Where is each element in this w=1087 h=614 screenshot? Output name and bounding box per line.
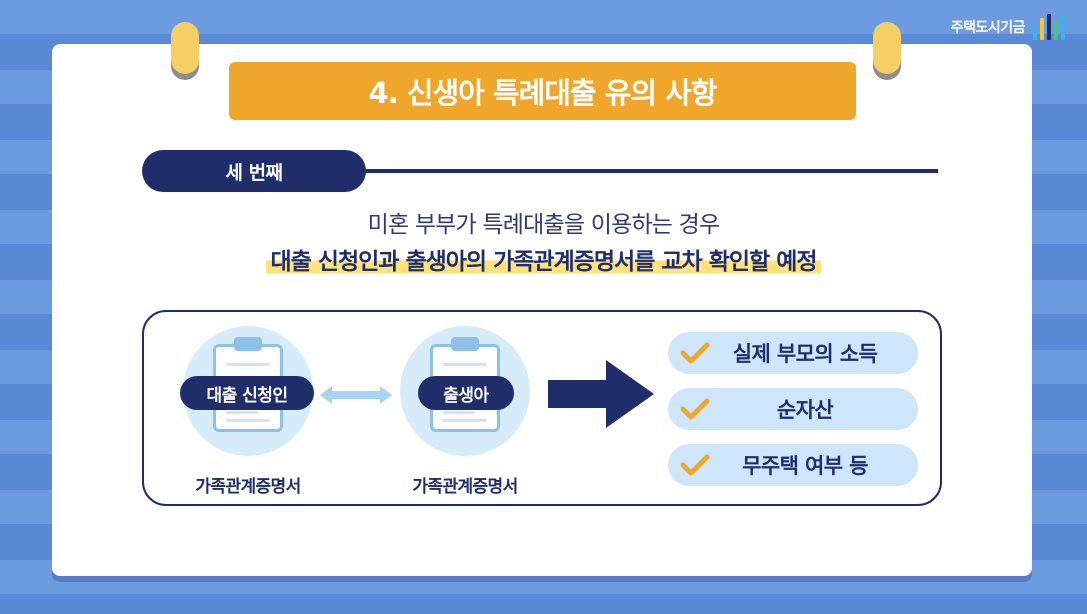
check-item: 순자산 — [668, 388, 918, 430]
brand-logo: 주택도시기금 — [951, 14, 1065, 40]
check-item: 무주택 여부 등 — [668, 444, 918, 486]
check-item-label: 순자산 — [776, 398, 834, 422]
board-peg-right — [873, 22, 901, 74]
section-label: 세 번째 — [142, 150, 366, 192]
newborn-tag: 출생아 — [418, 376, 514, 410]
board-peg-left — [171, 22, 199, 74]
applicant-tag: 대출 신청인 — [180, 376, 314, 410]
lead-text: 미혼 부부가 특례대출을 이용하는 경우 — [367, 212, 721, 238]
highlight-row: 대출 신청인과 출생아의 가족관계증명서를 교차 확인할 예정 — [0, 242, 1087, 276]
newborn-document-caption: 가족관계증명서 — [412, 477, 518, 497]
applicant-document-caption: 가족관계증명서 — [195, 477, 301, 497]
checkmark-icon — [680, 342, 710, 364]
logo-bars-icon — [1033, 14, 1065, 40]
double-arrow-icon — [320, 386, 392, 404]
slide-title: 4. 신생아 특례대출 유의 사항 — [229, 62, 856, 120]
logo-text: 주택도시기금 — [950, 20, 1026, 36]
section-divider — [360, 169, 938, 173]
check-item: 실제 부모의 소득 — [668, 332, 918, 374]
checkmark-icon — [680, 454, 710, 476]
check-item-label: 무주택 여부 등 — [742, 454, 868, 478]
right-arrow-icon — [548, 360, 654, 428]
check-item-label: 실제 부모의 소득 — [732, 342, 878, 366]
checkmark-icon — [680, 398, 710, 420]
highlight-text: 대출 신청인과 출생아의 가족관계증명서를 교차 확인할 예정 — [266, 242, 821, 276]
